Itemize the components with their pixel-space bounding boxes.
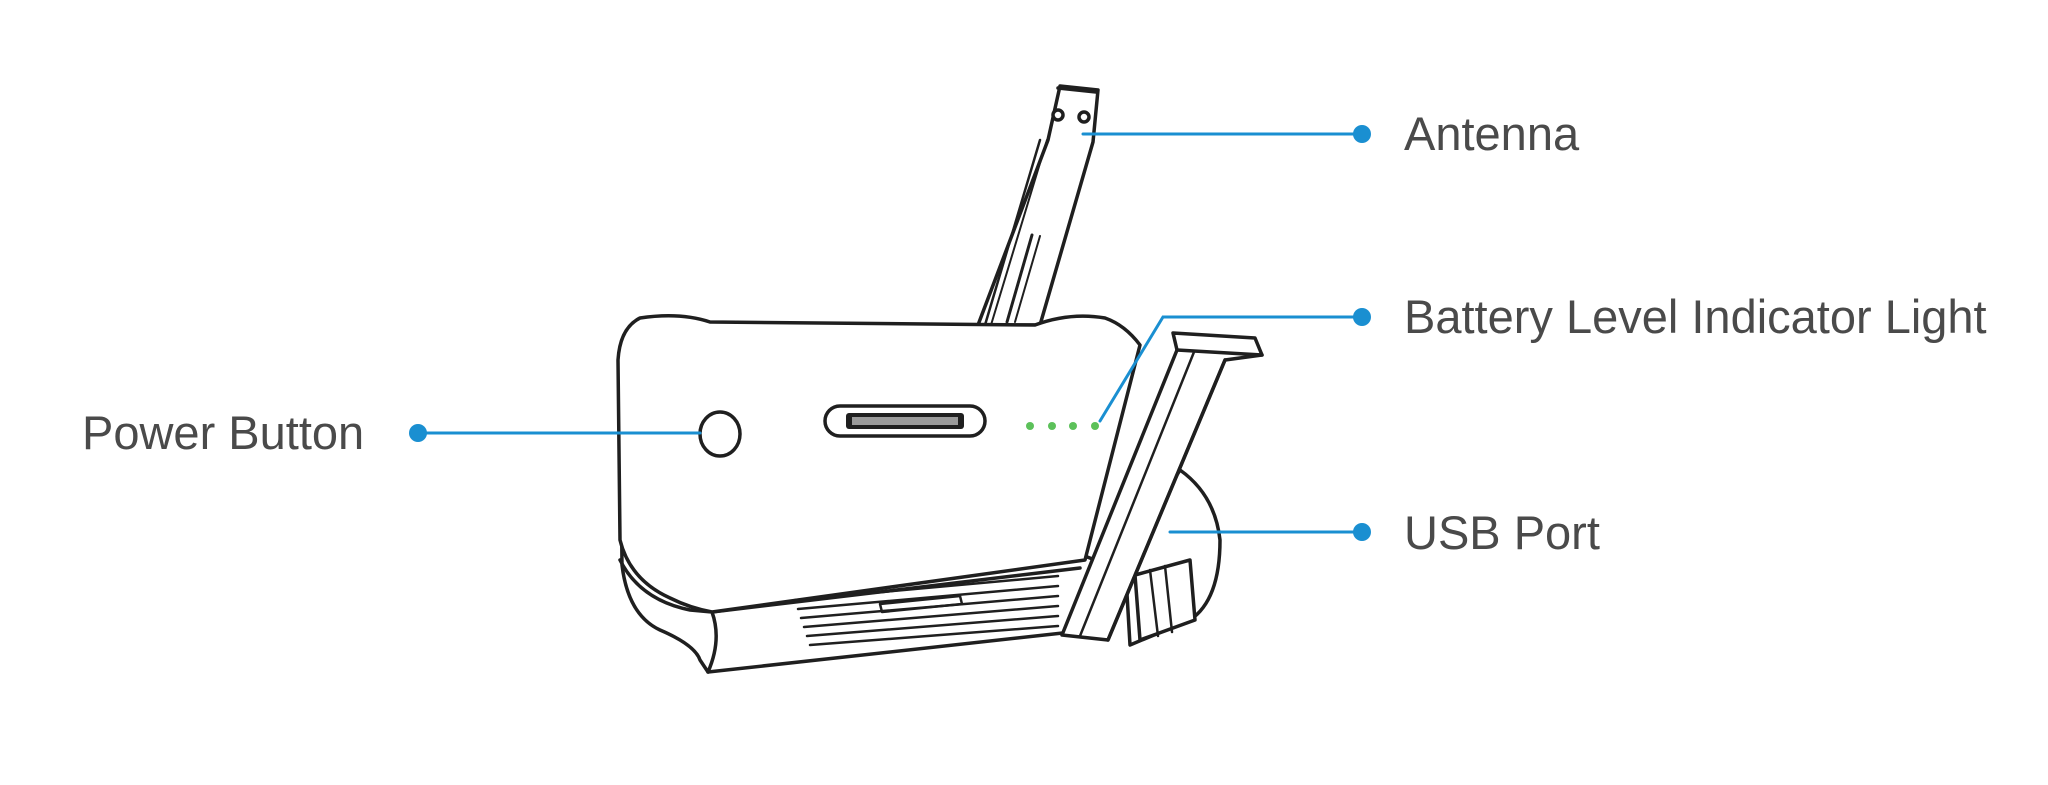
leader-dot-battery-indicator — [1353, 308, 1371, 326]
antenna — [976, 84, 1100, 327]
battery-led — [1069, 422, 1077, 430]
vent-slots — [793, 574, 1060, 647]
label-power-button: Power Button — [82, 406, 364, 459]
leader-dot-power-button — [409, 424, 427, 442]
label-usb-port: USB Port — [1404, 506, 1600, 559]
leader-line-battery-indicator — [1098, 315, 1364, 423]
battery-led — [1026, 422, 1034, 430]
device-body — [616, 314, 1142, 614]
usb-connector — [1123, 468, 1222, 647]
leader-dot-usb-port — [1353, 523, 1371, 541]
leader-dots — [409, 125, 1371, 541]
battery-led — [1091, 422, 1099, 430]
leader-dot-antenna — [1353, 125, 1371, 143]
label-battery-indicator: Battery Level Indicator Light — [1404, 290, 1987, 343]
device-illustration — [616, 84, 1264, 674]
usb-port-cover — [1060, 331, 1264, 642]
label-antenna: Antenna — [1404, 107, 1580, 160]
power-button[interactable] — [698, 410, 742, 458]
battery-indicator-leds — [1026, 422, 1099, 430]
leader-lines — [416, 132, 1364, 534]
logo-plate — [823, 404, 987, 438]
battery-led — [1048, 422, 1056, 430]
